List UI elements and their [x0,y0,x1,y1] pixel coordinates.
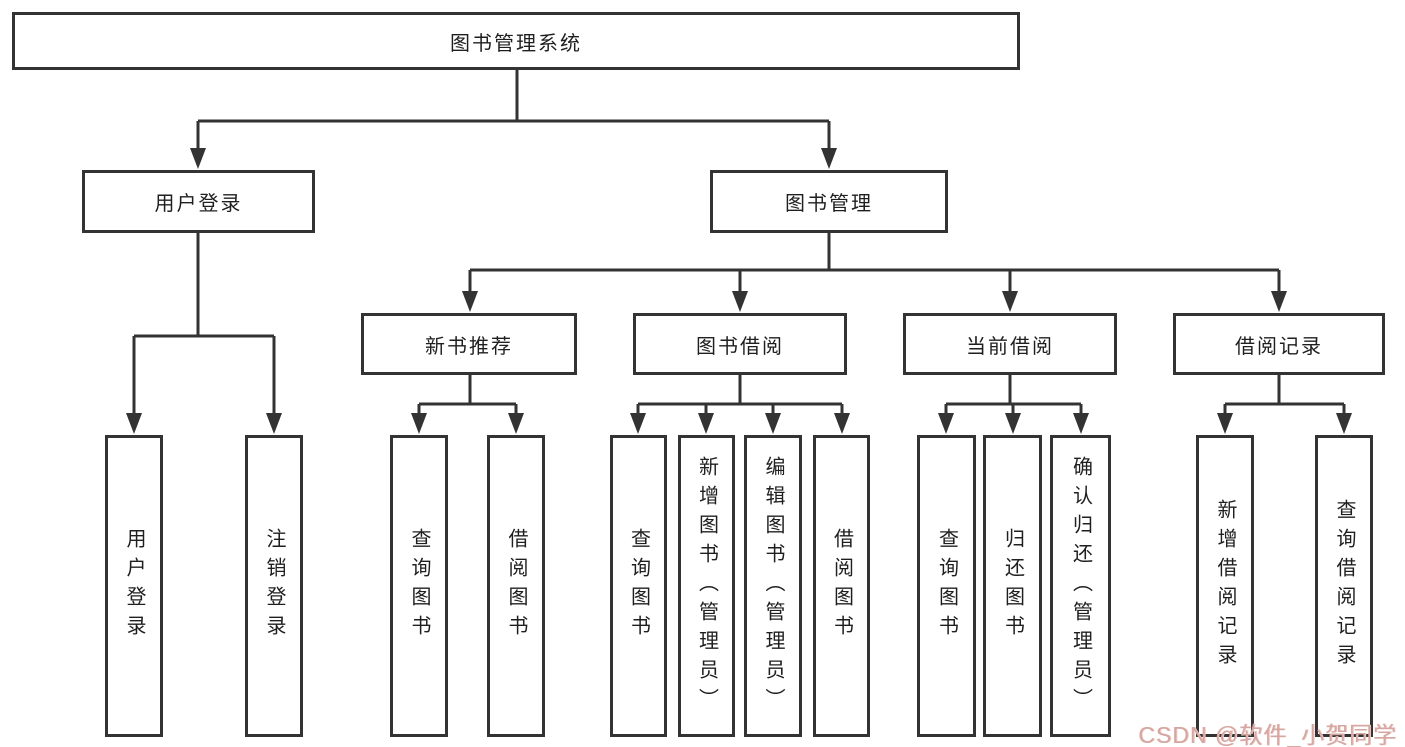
leaf-label: 查询图书 [627,528,650,644]
leaf-label: 编辑图书（管理员） [762,455,784,717]
leaf-confirm-return-admin: 确认归还（管理员） [1050,435,1111,737]
csdn-watermark: CSDN @软件_小贺同学 [1138,722,1397,747]
leaf-label: 确认归还（管理员） [1069,455,1092,717]
leaf-label: 归还图书 [1001,528,1024,644]
leaf-label: 借阅图书 [505,528,527,644]
node-user-login: 用户登录 [82,170,315,233]
leaf-query-books-current: 查询图书 [917,435,976,737]
node-current-borrow: 当前借阅 [903,313,1117,375]
leaf-label: 查询图书 [935,528,958,644]
leaf-label: 新增借阅记录 [1214,499,1236,673]
leaf-logout: 注销登录 [245,435,303,737]
leaf-label: 注销登录 [263,528,285,644]
leaf-query-books-recommend: 查询图书 [390,435,448,737]
leaf-label: 查询借阅记录 [1333,499,1355,673]
leaf-borrow-books-recommend: 借阅图书 [487,435,545,737]
leaf-query-books-borrow: 查询图书 [610,435,667,737]
leaf-return-books: 归还图书 [983,435,1042,737]
leaf-label: 借阅图书 [830,528,853,644]
leaf-query-borrow-record: 查询借阅记录 [1315,435,1373,737]
leaf-add-books-admin: 新增图书（管理员） [678,435,735,737]
node-book-management: 图书管理 [710,170,948,233]
leaf-borrow-books: 借阅图书 [813,435,870,737]
leaf-add-borrow-record: 新增借阅记录 [1196,435,1254,737]
leaf-edit-books-admin: 编辑图书（管理员） [744,435,802,737]
leaf-label: 用户登录 [123,528,145,644]
node-book-borrow: 图书借阅 [633,313,847,375]
node-new-book-recommend: 新书推荐 [361,313,577,375]
leaf-user-login: 用户登录 [105,435,163,737]
node-root-system: 图书管理系统 [12,12,1020,70]
connector-paths [132,70,1346,418]
leaf-label: 新增图书（管理员） [695,455,718,717]
arrowheads [126,148,1352,434]
node-borrow-records: 借阅记录 [1173,313,1385,375]
leaf-label: 查询图书 [408,528,430,644]
